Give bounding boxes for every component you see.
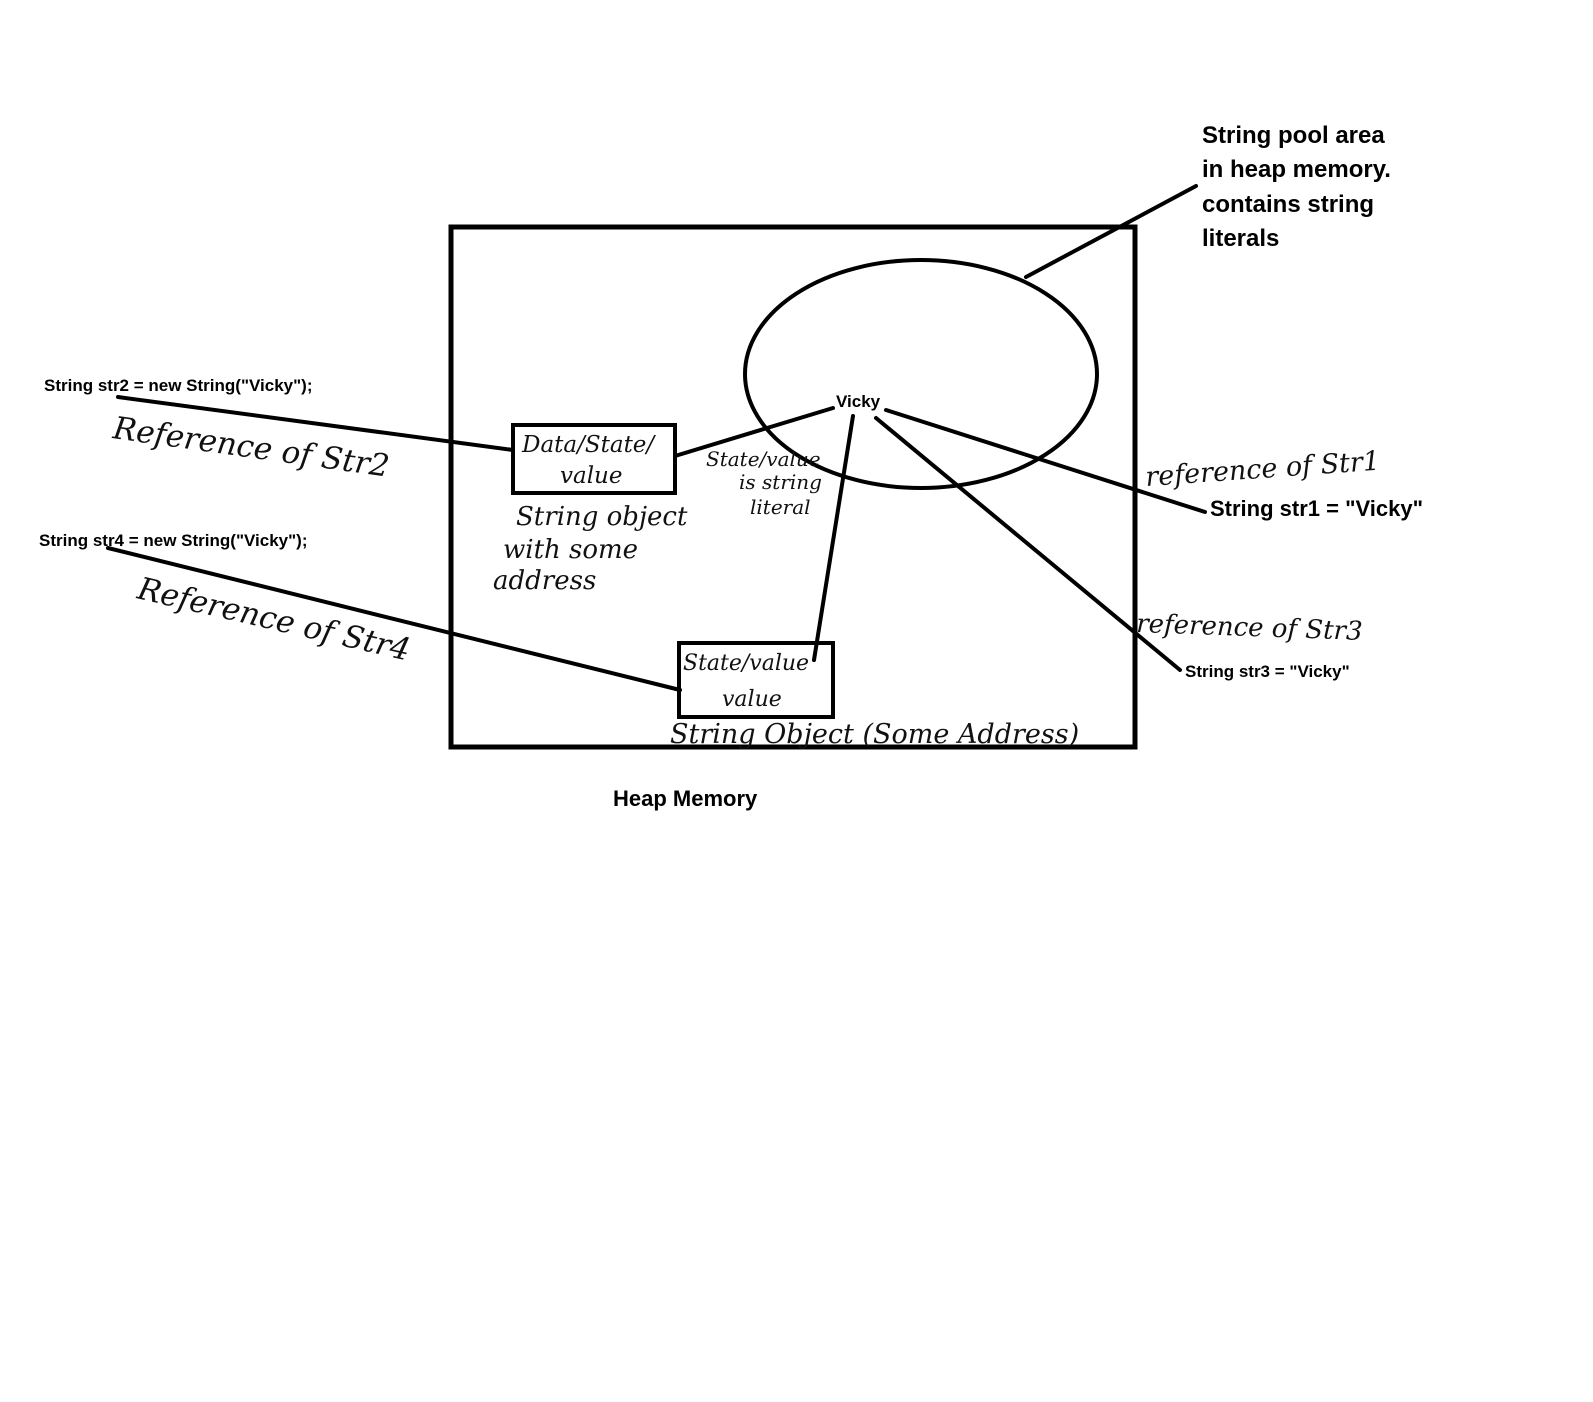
pool-note-line: in heap memory. bbox=[1202, 156, 1391, 183]
str2-reference-note: Reference of Str2 bbox=[110, 410, 392, 485]
object2-box-line: value bbox=[722, 687, 782, 712]
string-object-box-2 bbox=[677, 641, 835, 719]
pool-note-line: String pool area bbox=[1202, 122, 1385, 149]
object1-note-line: String object bbox=[516, 502, 688, 532]
object1-box-text: Data/State/ value bbox=[521, 432, 661, 489]
pool-note-line: literals bbox=[1202, 225, 1279, 252]
object2-box-text: State/value value bbox=[683, 651, 816, 712]
str2-reference-line bbox=[116, 395, 515, 452]
str4-reference-note: Reference of Str4 bbox=[133, 570, 413, 668]
code-str1: String str1 = "Vicky" bbox=[1210, 496, 1423, 521]
pool-note: String pool area in heap memory. contain… bbox=[1202, 122, 1398, 252]
str1-reference-note: reference of Str1 bbox=[1144, 446, 1381, 493]
object1-box-line: value bbox=[560, 463, 623, 489]
code-str3: String str3 = "Vicky" bbox=[1185, 662, 1350, 681]
string-object-box-1 bbox=[511, 423, 677, 495]
str3-reference-note: reference of Str3 bbox=[1136, 609, 1363, 647]
object1-note-line: address bbox=[493, 566, 596, 596]
object1-note: String object with some address bbox=[493, 502, 696, 596]
str1-reference-line bbox=[884, 408, 1207, 514]
string-literal-vicky: Vicky bbox=[836, 392, 881, 411]
object2-to-literal-line bbox=[812, 414, 855, 662]
literal-note: State/value is string literal bbox=[706, 447, 828, 519]
literal-note-line: is string bbox=[739, 470, 822, 494]
code-str4: String str4 = new String("Vicky"); bbox=[39, 531, 308, 550]
pool-note-pointer bbox=[1024, 184, 1198, 279]
str4-reference-line bbox=[106, 546, 682, 692]
heap-memory-label: Heap Memory bbox=[613, 786, 758, 811]
pool-note-line: contains string bbox=[1202, 191, 1374, 218]
literal-note-line: State/value bbox=[706, 447, 821, 471]
string-pool-ellipse bbox=[743, 258, 1099, 490]
object2-note: String Object (Some Address) bbox=[670, 719, 1079, 750]
object2-box-line: State/value bbox=[683, 651, 809, 676]
object1-box-line: Data/State/ bbox=[521, 432, 656, 458]
code-str2: String str2 = new String("Vicky"); bbox=[44, 376, 313, 395]
heap-memory-box bbox=[448, 224, 1138, 750]
str3-reference-line bbox=[874, 416, 1182, 672]
object1-to-literal-line bbox=[673, 406, 835, 458]
literal-note-line: literal bbox=[750, 495, 811, 519]
object1-note-line: with some bbox=[503, 535, 638, 565]
